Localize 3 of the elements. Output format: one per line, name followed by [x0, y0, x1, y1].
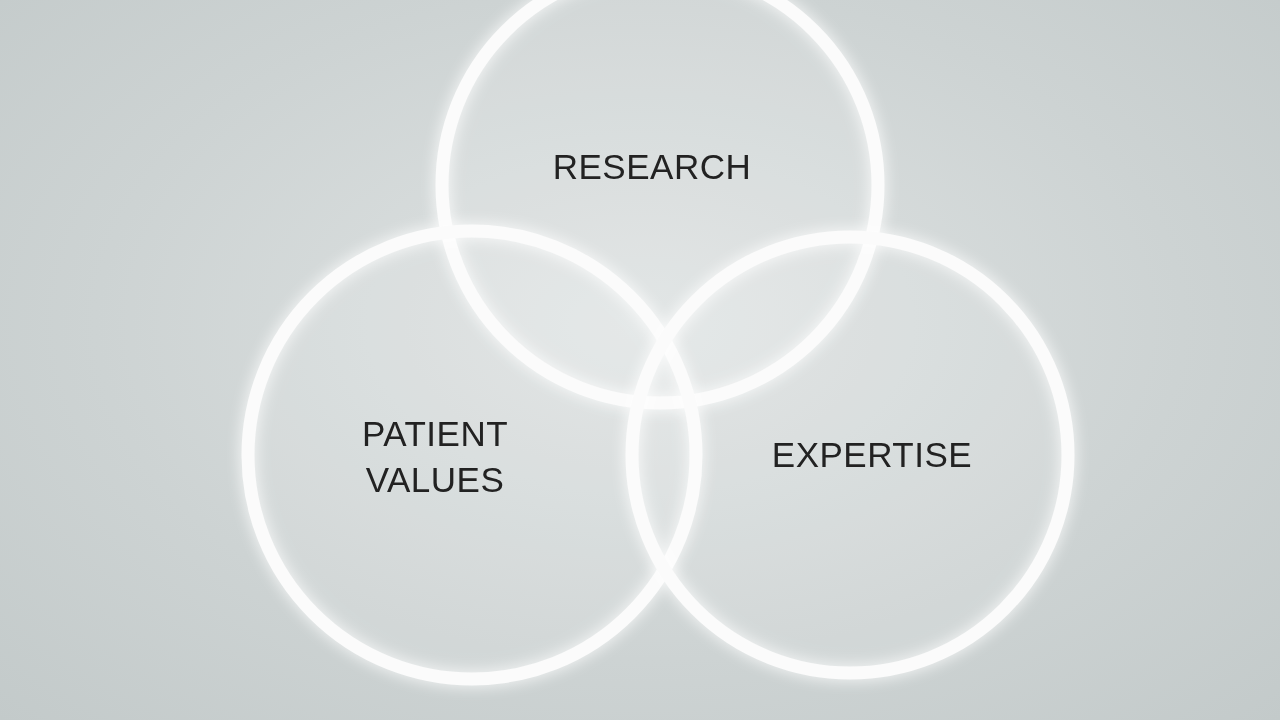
- circle-label: RESEARCH: [551, 146, 753, 189]
- circle-label: PATIENT VALUES: [360, 412, 510, 500]
- circle-label: EXPERTISE: [770, 434, 974, 477]
